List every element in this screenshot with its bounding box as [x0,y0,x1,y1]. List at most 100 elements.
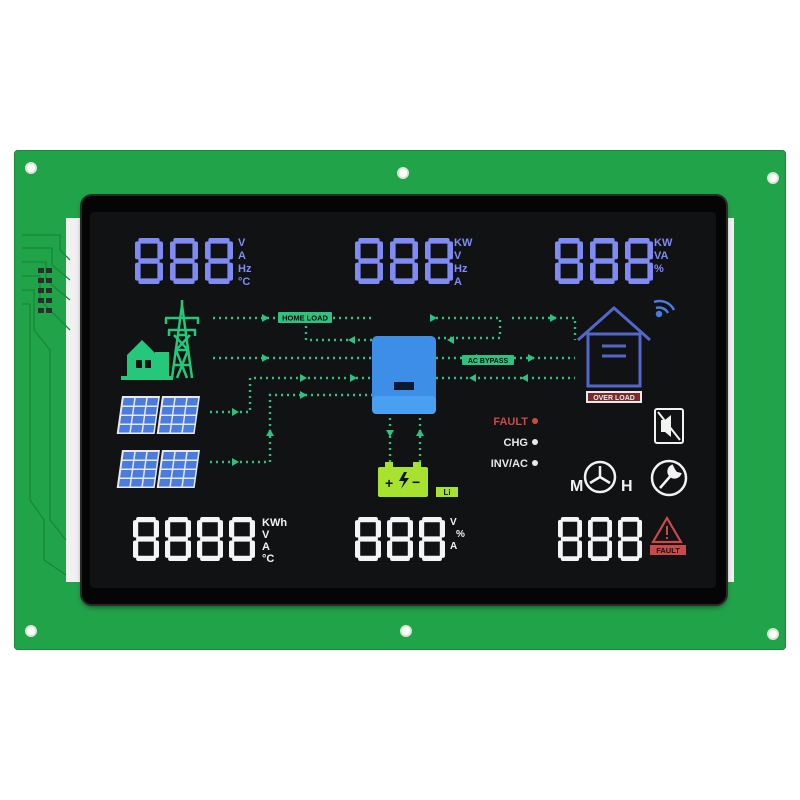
segment-c [577,540,582,559]
segment-c [249,540,255,558]
segment-c [377,262,383,281]
segment-e [590,262,596,281]
house-icon [577,305,651,388]
segment-c [407,540,413,558]
segment-f [555,241,561,260]
segment-e [425,262,431,281]
solar-panel-2 [156,396,200,434]
segment-g [208,258,230,264]
segment-a [558,238,580,244]
segment-b [217,520,223,538]
bottom-center-readout [355,517,445,561]
segment-g [393,258,415,264]
unit-v: V [262,529,270,541]
clock-icon [583,460,617,494]
segment-f [133,520,139,538]
top-right-units: KW VA % [654,237,673,275]
top-left-digit-1 [135,238,163,284]
home-load-label: HOME LOAD [278,312,332,323]
segment-f [588,519,593,538]
segment-d [358,278,380,284]
segment-f [558,519,563,538]
segment-b [227,241,233,260]
segment-e [170,262,176,281]
segment-a [173,238,195,244]
unit-kw: KW [454,237,473,249]
segment-c [612,262,618,281]
segment-f [590,241,596,260]
segment-c [375,540,381,558]
segment-a [232,517,252,523]
segment-b [647,241,653,260]
bottom-center-digit-3 [419,517,445,561]
segment-d [136,555,156,561]
warning-icon [651,515,683,544]
solar-panel-4 [156,450,200,488]
unit-percent: % [654,263,664,275]
segment-g [620,536,640,542]
segment-c [637,540,642,559]
wrench-icon [650,459,688,497]
segment-a [593,238,615,244]
mode-h-label: H [621,478,633,495]
segment-e [229,540,235,558]
mute-icon [654,408,684,444]
unit-c: °C [238,276,250,288]
segment-e [135,262,141,281]
segment-d [232,555,252,561]
bottom-left-digit-1 [133,517,159,561]
segment-c [439,540,445,558]
segment-f [229,520,235,538]
bottom-right-digit-2 [588,517,612,561]
segment-f [355,241,361,260]
inv-ac-indicator-label: INV/AC [491,458,528,470]
top-left-digit-3 [205,238,233,284]
segment-d [358,555,378,561]
segment-c [577,262,583,281]
top-right-digit-3 [625,238,653,284]
segment-b [612,241,618,260]
segment-f [197,520,203,538]
battery-minus: − [412,474,420,490]
transmission-tower-icon [164,300,200,379]
unit-kw: KW [654,237,673,249]
segment-c [447,262,453,281]
segment-a [138,238,160,244]
segment-g [560,536,580,542]
segment-d [620,556,640,561]
segment-a [168,517,188,523]
backlight-edge [66,218,82,582]
segment-d [168,555,188,561]
segment-e [390,262,396,281]
segment-f [205,241,211,260]
segment-f [170,241,176,260]
bottom-left-digit-2 [165,517,191,561]
top-right-digit-2 [590,238,618,284]
solar-panel-3 [116,450,160,488]
segment-b [377,241,383,260]
segment-d [590,556,610,561]
segment-a [200,517,220,523]
unit-kwh: KWh [262,517,287,529]
segment-b [439,520,445,538]
segment-a [422,517,442,523]
segment-d [560,556,580,561]
segment-f [390,241,396,260]
segment-g [136,536,156,542]
segment-e [355,540,361,558]
segment-b [637,519,642,538]
segment-b [577,519,582,538]
segment-f [355,520,361,538]
segment-d [208,278,230,284]
segment-d [558,278,580,284]
unit-a: A [450,541,457,552]
over-load-text: OVER LOAD [593,395,635,402]
segment-e [133,540,139,558]
segment-a [628,238,650,244]
segment-c [412,262,418,281]
unit-hz: Hz [238,263,252,275]
top-left-units: V A Hz °C [238,237,252,288]
segment-g [168,536,188,542]
top-right-digit-1 [555,238,583,284]
